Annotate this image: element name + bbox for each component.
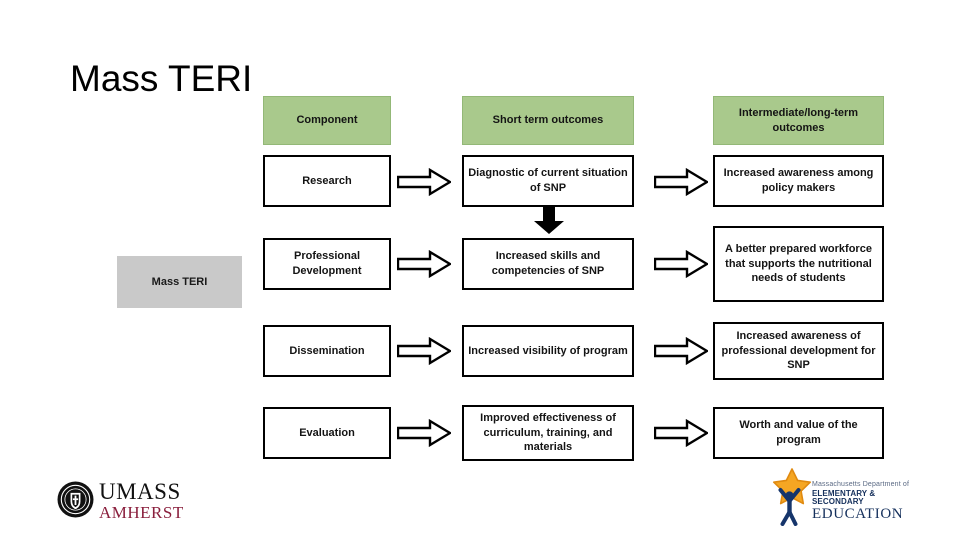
component-cell-evaluation: Evaluation	[263, 407, 391, 459]
umass-wordmark: UMASS AMHERST	[99, 480, 184, 521]
arrow-right-icon	[654, 419, 708, 447]
long-term-cell-row-4: Worth and value of the program	[713, 407, 884, 459]
umass-wordmark-line-2: AMHERST	[99, 503, 184, 522]
long-term-cell-row-1: Increased awareness among policy makers	[713, 155, 884, 207]
dese-wordmark: Massachusetts Department of ELEMENTARY &…	[812, 481, 920, 522]
dese-wordmark-line-3: EDUCATION	[812, 506, 904, 522]
arrow-right-icon	[654, 168, 708, 196]
long-term-cell-row-2: A better prepared workforce that support…	[713, 226, 884, 302]
arrow-right-icon	[397, 168, 451, 196]
long-term-cell-row-3: Increased awareness of professional deve…	[713, 322, 884, 380]
short-term-cell-row-2: Increased skills and competencies of SNP	[462, 238, 634, 290]
short-term-cell-row-1: Diagnostic of current situation of SNP	[462, 155, 634, 207]
component-cell-professional-development: Professional Development	[263, 238, 391, 290]
arrow-right-icon	[397, 337, 451, 365]
page-title: Mass TERI	[70, 58, 253, 99]
star-with-figure-icon	[768, 468, 814, 526]
arrow-down-icon	[533, 207, 565, 235]
column-header-short-term-outcomes: Short term outcomes	[462, 96, 634, 145]
short-term-cell-row-3: Increased visibility of program	[462, 325, 634, 377]
dese-wordmark-line-1: Massachusetts Department of	[812, 481, 910, 488]
component-cell-dissemination: Dissemination	[263, 325, 391, 377]
short-term-cell-row-4: Improved effectiveness of curriculum, tr…	[462, 405, 634, 461]
umass-amherst-logo: UMASS AMHERST	[57, 478, 217, 526]
arrow-right-icon	[654, 337, 708, 365]
umass-seal-icon	[57, 481, 94, 518]
program-chip: Mass TERI	[117, 256, 242, 308]
component-cell-research: Research	[263, 155, 391, 207]
mass-dese-logo: Massachusetts Department of ELEMENTARY &…	[768, 468, 920, 528]
arrow-right-icon	[654, 250, 708, 278]
column-header-component: Component	[263, 96, 391, 145]
dese-wordmark-line-2: ELEMENTARY & SECONDARY	[812, 489, 876, 506]
arrow-right-icon	[397, 250, 451, 278]
arrow-right-icon	[397, 419, 451, 447]
umass-wordmark-line-1: UMASS	[99, 479, 181, 504]
column-header-intermediate-long-term-outcomes: Intermediate/long-term outcomes	[713, 96, 884, 145]
